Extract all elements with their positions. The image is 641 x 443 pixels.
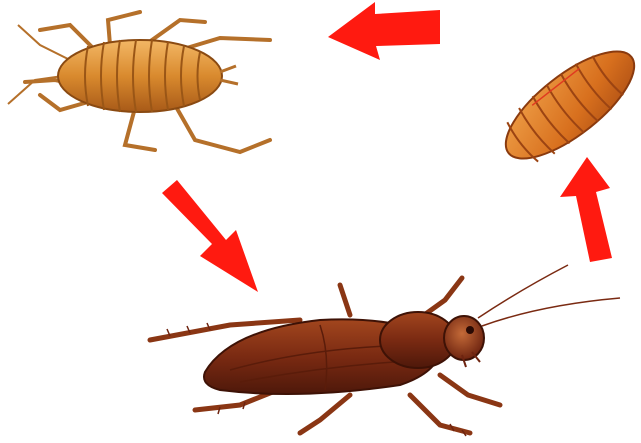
arrow-egg-to-nymph: [328, 2, 440, 60]
nymph-antennae: [8, 25, 70, 104]
arrow-adult-to-egg: [560, 157, 612, 262]
nymph-stage: [8, 12, 270, 152]
arrow-nymph-to-adult: [162, 180, 258, 292]
adult-head: [444, 316, 484, 360]
adult-eye: [466, 326, 474, 334]
adult-antennae: [478, 265, 620, 326]
adult-stage: [150, 265, 620, 436]
egg-case-body: [490, 33, 641, 176]
egg-case-stage: [490, 33, 641, 176]
